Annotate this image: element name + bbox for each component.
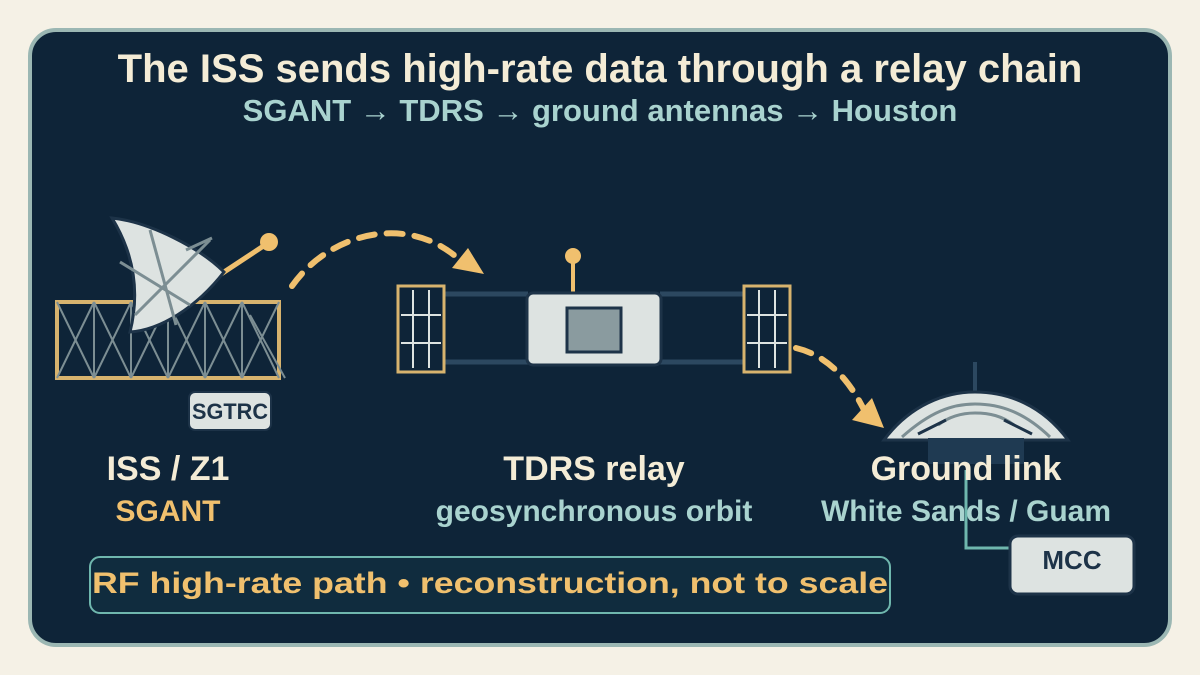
sgtrc-tag: SGTRC (188, 391, 272, 431)
iss-node-sublabel: SGANT (116, 495, 221, 528)
uplink-arrow-iss-to-tdrs (289, 230, 484, 289)
diagram-title: The ISS sends high-rate data through a r… (118, 47, 1083, 91)
ground-to-mcc-link (964, 470, 1012, 550)
footer-note-text: RF high-rate path • reconstruction, not … (92, 567, 888, 600)
tdrs-node-sublabel: geosynchronous orbit (436, 495, 753, 528)
sgtrc-tag-label: SGTRC (192, 399, 268, 424)
iss-z1-truss (55, 300, 281, 380)
footer-note: RF high-rate path • reconstruction, not … (89, 556, 891, 614)
mcc-label: MCC (1042, 545, 1101, 575)
tdrs-node-label: TDRS relay (503, 450, 684, 488)
ground-node-label: Ground link (871, 450, 1062, 488)
diagram-subtitle: SGANT → TDRS → ground antennas → Houston (243, 93, 958, 128)
iss-node-label: ISS / Z1 (107, 450, 230, 488)
downlink-arrow-tdrs-to-ground (793, 345, 884, 428)
sgant-dish-icon (109, 216, 286, 379)
tdrs-satellite-icon (396, 248, 792, 374)
ground-antenna-icon (881, 362, 1071, 464)
mcc-box: MCC (1008, 534, 1136, 596)
ground-node-sublabel: White Sands / Guam (821, 495, 1111, 528)
